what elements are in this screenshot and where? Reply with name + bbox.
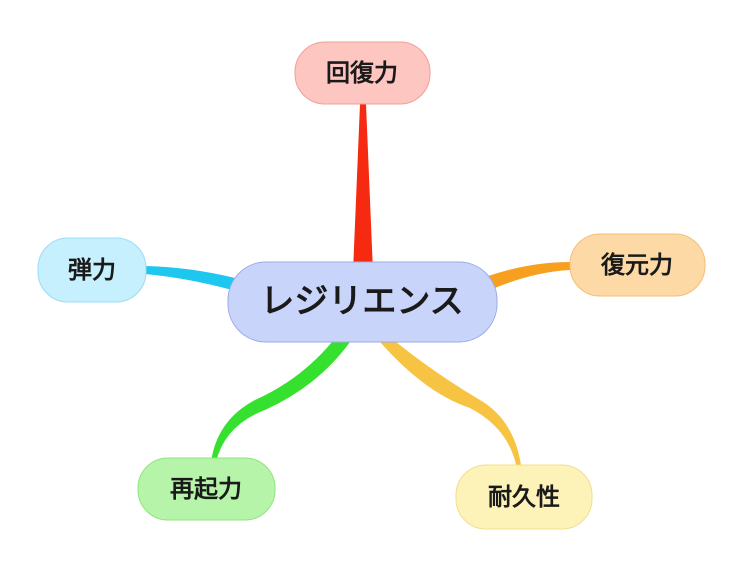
node-bubble [294,41,431,105]
node-bubble [569,233,706,297]
center-bubble [227,261,498,343]
center-label: レジリエンス [260,282,463,322]
node-bubble [137,457,276,521]
node-label: 再起力 [170,475,242,503]
branch-line-restoration [488,262,570,290]
node-label: 弾力 [68,256,116,284]
branch-node-comeback[interactable]: 再起力 [137,457,276,521]
node-label: 復元力 [600,251,673,279]
branch-node-restoration[interactable]: 復元力 [569,233,706,297]
branch-node-elasticity[interactable]: 弾力 [37,237,147,303]
branch-connectors [145,104,570,465]
branch-node-durability[interactable]: 耐久性 [455,464,593,530]
branch-line-comeback [211,342,350,462]
center-node[interactable]: レジリエンス [227,261,498,343]
node-bubble [455,464,593,530]
node-label: 回復力 [326,59,398,87]
node-label: 耐久性 [488,483,560,511]
branch-node-recovery[interactable]: 回復力 [294,41,431,105]
branch-line-durability [380,342,521,465]
node-bubble [37,237,147,303]
branch-line-recovery [353,104,373,272]
branch-line-elasticity [145,266,235,290]
